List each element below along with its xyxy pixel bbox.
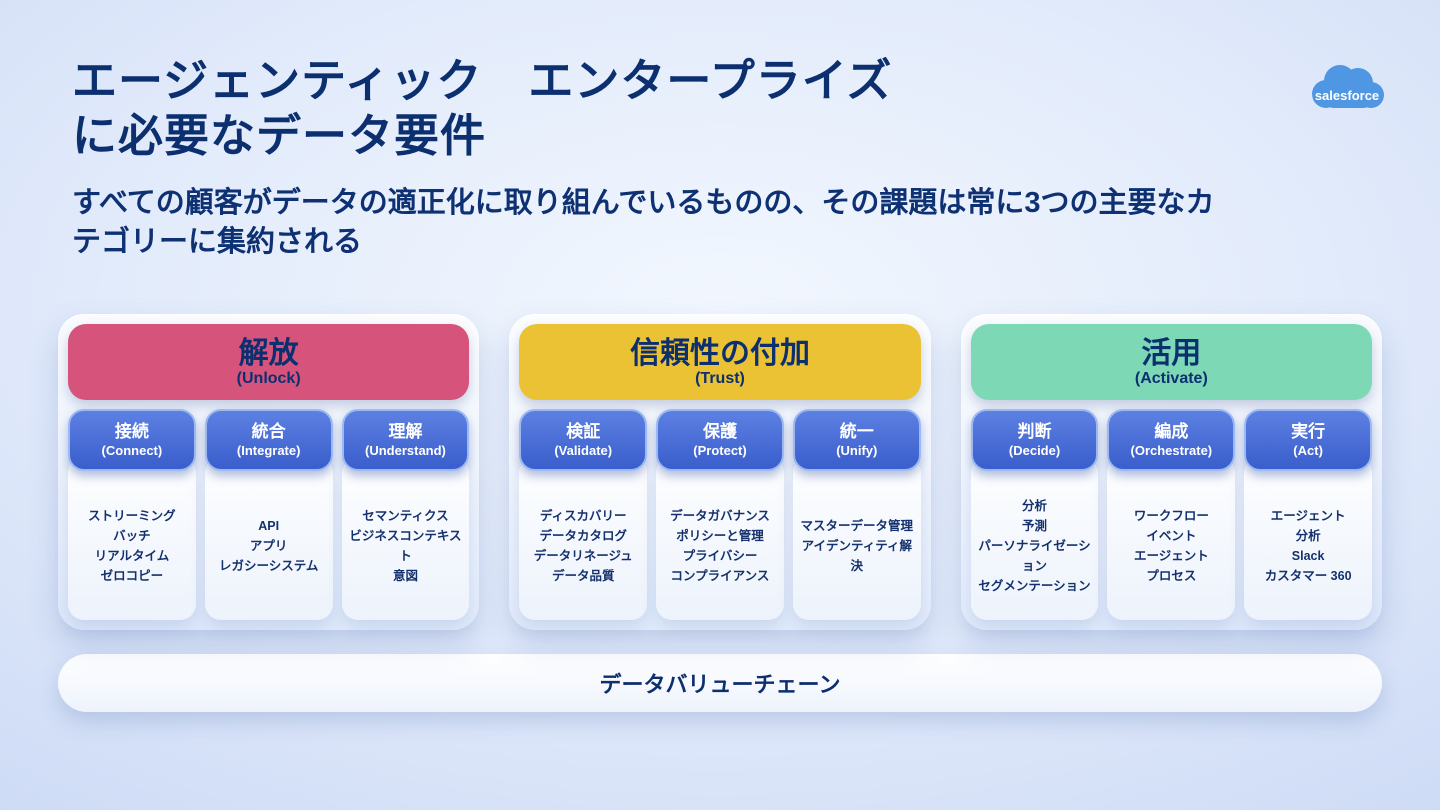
capability-pill: 統一 (Unify) <box>792 409 921 472</box>
capability-groups: 判断 (Decide) 分析 予測 パーソナライゼーション セグメンテーション … <box>970 409 1372 621</box>
capability-pill: 保護 (Protect) <box>656 409 784 472</box>
page-subtitle: すべての顧客がデータの適正化に取り組んでいるものの、その課題は常に3つの主要なカ… <box>72 186 1215 258</box>
category-card-activate: 活用 (Activate) 判断 (Decide) 分析 予測 パーソナライゼー… <box>960 314 1382 631</box>
capability-group-connect: 接続 (Connect) ストリーミング バッチ リアルタイム ゼロコピー <box>68 409 196 621</box>
capability-pill: 検証 (Validate) <box>519 409 648 472</box>
page-title: エージェンティック エンタープライズ に必要なデータ要件 <box>72 54 1368 164</box>
capability-group-orchestrate: 編成 (Orchestrate) ワークフロー イベント エージェント プロセス <box>1107 409 1236 621</box>
capability-title: 検証 <box>566 422 601 442</box>
capability-group-integrate: 統合 (Integrate) API アプリ レガシーシステム <box>204 409 333 621</box>
category-header-unlock: 解放 (Unlock) <box>68 324 470 401</box>
capability-title: 統合 <box>251 422 286 442</box>
capability-subtitle: (Integrate) <box>236 442 301 458</box>
capability-group-act: 実行 (Act) エージェント 分析 Slack カスタマー 360 <box>1244 409 1372 621</box>
capability-items: ストリーミング バッチ リアルタイム ゼロコピー <box>68 457 196 621</box>
capability-title: 編成 <box>1154 422 1189 442</box>
capability-group-unify: 統一 (Unify) マスターデータ管理 アイデンティティ解決 <box>792 409 921 621</box>
capability-items: ディスカバリー データカタログ データリネージュ データ品質 <box>519 457 648 621</box>
capability-items: ワークフロー イベント エージェント プロセス <box>1107 457 1236 621</box>
category-card-unlock: 解放 (Unlock) 接続 (Connect) ストリーミング バッチ リアル… <box>58 314 480 631</box>
capability-title: 実行 <box>1291 422 1326 442</box>
category-header-trust: 信頼性の付加 (Trust) <box>519 324 921 401</box>
category-cards-row: 解放 (Unlock) 接続 (Connect) ストリーミング バッチ リアル… <box>58 314 1382 631</box>
salesforce-cloud-icon: salesforce <box>1312 65 1384 108</box>
header-block: エージェンティック エンタープライズ に必要なデータ要件 すべての顧客がデータの… <box>0 0 1440 262</box>
capability-subtitle: (Act) <box>1293 442 1323 458</box>
footer-label: データバリューチェーン <box>599 672 841 698</box>
category-header-activate: 活用 (Activate) <box>970 324 1372 401</box>
page-title-line1: エージェンティック エンタープライズ <box>72 55 893 106</box>
capability-items: エージェント 分析 Slack カスタマー 360 <box>1244 457 1372 621</box>
capability-pill: 理解 (Understand) <box>341 409 470 472</box>
capability-subtitle: (Decide) <box>1008 442 1061 458</box>
capability-group-validate: 検証 (Validate) ディスカバリー データカタログ データリネージュ デ… <box>519 409 648 621</box>
capability-items: セマンティクス ビジネスコンテキスト 意図 <box>341 457 470 621</box>
category-header-subtitle: (Trust) <box>695 369 745 387</box>
page-title-line2: に必要なデータ要件 <box>72 109 487 161</box>
capability-pill: 接続 (Connect) <box>68 409 196 472</box>
capability-items: マスターデータ管理 アイデンティティ解決 <box>792 457 921 621</box>
capability-pill: 判断 (Decide) <box>970 409 1099 472</box>
capability-group-understand: 理解 (Understand) セマンティクス ビジネスコンテキスト 意図 <box>341 409 470 621</box>
salesforce-logo: salesforce <box>1304 58 1388 118</box>
capability-title: 統一 <box>839 422 874 442</box>
category-header-subtitle: (Unlock) <box>236 369 301 387</box>
capability-items: データガバナンス ポリシーと管理 プライバシー コンプライアンス <box>656 457 784 621</box>
category-header-subtitle: (Activate) <box>1134 369 1208 387</box>
capability-group-protect: 保護 (Protect) データガバナンス ポリシーと管理 プライバシー コンプ… <box>656 409 784 621</box>
svg-text:salesforce: salesforce <box>1315 88 1379 103</box>
capability-subtitle: (Unify) <box>836 442 878 458</box>
category-header-title: 信頼性の付加 <box>629 336 810 370</box>
capability-subtitle: (Validate) <box>554 442 613 458</box>
capability-items: 分析 予測 パーソナライゼーション セグメンテーション <box>970 457 1099 621</box>
capability-subtitle: (Orchestrate) <box>1130 442 1213 458</box>
capability-pill: 実行 (Act) <box>1244 409 1372 472</box>
capability-title: 接続 <box>114 422 149 442</box>
capability-items: API アプリ レガシーシステム <box>204 457 333 621</box>
capability-subtitle: (Protect) <box>693 442 747 458</box>
capability-title: 判断 <box>1017 422 1052 442</box>
capability-pill: 編成 (Orchestrate) <box>1107 409 1236 472</box>
category-header-title: 活用 <box>1141 336 1202 370</box>
footer-bar: データバリューチェーン <box>58 654 1382 713</box>
capability-subtitle: (Connect) <box>101 442 163 458</box>
category-card-trust: 信頼性の付加 (Trust) 検証 (Validate) ディスカバリー データ… <box>509 314 931 631</box>
category-header-title: 解放 <box>238 336 299 370</box>
capability-title: 保護 <box>703 422 737 442</box>
capability-title: 理解 <box>388 422 423 442</box>
capability-groups: 検証 (Validate) ディスカバリー データカタログ データリネージュ デ… <box>519 409 921 621</box>
capability-pill: 統合 (Integrate) <box>204 409 333 472</box>
capability-group-decide: 判断 (Decide) 分析 予測 パーソナライゼーション セグメンテーション <box>970 409 1099 621</box>
capability-subtitle: (Understand) <box>365 442 446 458</box>
capability-groups: 接続 (Connect) ストリーミング バッチ リアルタイム ゼロコピー 統合… <box>68 409 470 621</box>
